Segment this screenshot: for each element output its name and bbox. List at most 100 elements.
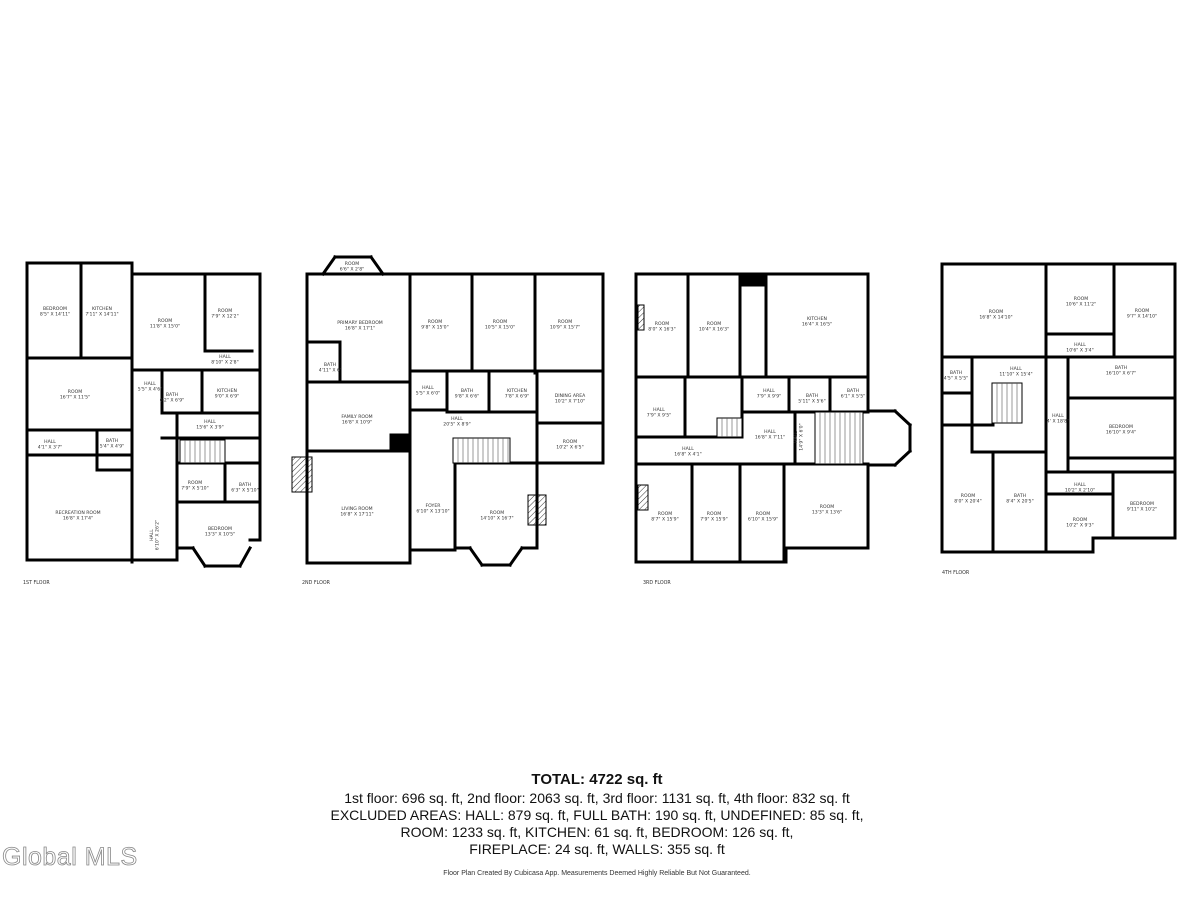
room-dims: 10'5" X 15'0" (485, 325, 515, 331)
room-name: HALL (793, 431, 799, 443)
room-name: HALL (1052, 413, 1064, 419)
wall (190, 545, 208, 569)
room-name: KITCHEN (92, 306, 112, 312)
room-dims: 11'8" X 15'0" (150, 324, 180, 330)
room-dims: 16'8" X 14'10" (979, 315, 1012, 321)
fireplace-icon (291, 456, 313, 493)
room-dims: 16'10" X 9'4" (1106, 430, 1136, 436)
room-name: BEDROOM (1130, 501, 1154, 507)
room-dims: 14'10" X 16'7" (480, 516, 513, 522)
room-dims: 8'7" X 15'9" (651, 517, 678, 523)
fireplace-icon (637, 484, 649, 511)
room-dims: 10'6" X 3'4" (1066, 348, 1093, 354)
walls (25, 254, 1177, 569)
global-mls-logo: Global MLS (2, 843, 138, 872)
room-name: PRIMARY BEDROOM (337, 320, 383, 326)
stairs-icon (716, 417, 743, 438)
room-dims: 9'11" X 10'2" (1127, 507, 1157, 513)
room-name: HALL (764, 429, 776, 435)
room-name: ROOM (493, 319, 507, 325)
room-name: ROOM (707, 511, 721, 517)
room-name: RECREATION ROOM (55, 510, 100, 516)
room-dims: 9'0" X 6'9" (215, 394, 240, 400)
room-name: ROOM (756, 511, 770, 517)
wall (237, 545, 253, 569)
room-dims: 10'2" X 7'10" (555, 399, 585, 405)
room-dims: 9'8" X 6'6" (455, 394, 480, 400)
floor-label: 4TH FLOOR (942, 570, 970, 576)
wall (507, 545, 525, 568)
room-name: BATH (1115, 365, 1127, 371)
room-dims: 9'8" X 15'0" (421, 325, 448, 331)
room-dims: 6'2" X 6'9" (160, 398, 185, 404)
room-name: ROOM (188, 480, 202, 486)
room-dims: 6'10" X 13'10" (416, 509, 449, 515)
room-name: HALL (763, 388, 775, 394)
room-name: FAMILY ROOM (341, 414, 372, 420)
room-dims: 10'2" X 9'3" (1066, 523, 1093, 529)
room-name: HALL (219, 354, 231, 360)
excluded-areas-cont2: FIREPLACE: 24 sq. ft, WALLS: 355 sq. ft (469, 841, 725, 857)
room-dims: 5'5" X 6'0" (416, 391, 441, 397)
stairs-icon (452, 437, 511, 464)
room-dims: 16'7" X 11'5" (60, 395, 90, 401)
room-name: HALL (653, 407, 665, 413)
room-name: HALL (44, 439, 56, 445)
room-name: ROOM (820, 504, 834, 510)
room-name: ROOM (68, 389, 82, 395)
room-dims: 16'8" X 10'9" (342, 420, 372, 426)
room-dims: 4'5" X 5'5" (944, 376, 969, 382)
room-dims: 16'8" X 7'11" (755, 435, 785, 441)
floor-label: 1ST FLOOR (23, 580, 50, 586)
room-name: ROOM (961, 493, 975, 499)
room-dims: 6'6" X 2'8" (340, 267, 365, 273)
room-dims: 7'9" X 15'9" (700, 517, 727, 523)
floor-label: 2ND FLOOR (302, 580, 331, 586)
room-name: HALL (451, 416, 463, 422)
room-name: ROOM (558, 319, 572, 325)
room-name: FOYER (426, 503, 442, 509)
room-dims: 13'3" X 13'6" (812, 510, 842, 516)
room-name: KITCHEN (217, 388, 237, 394)
room-dims: 8'0" X 16'3" (648, 327, 675, 333)
wall (320, 254, 338, 277)
room-name: KITCHEN (807, 316, 827, 322)
chimney-block-icon (741, 273, 765, 287)
room-dims: 16'8" X 17'4" (63, 516, 93, 522)
wall (368, 254, 386, 277)
room-name: HALL (144, 381, 156, 387)
room-dims: 20'5" X 8'9" (443, 422, 470, 428)
